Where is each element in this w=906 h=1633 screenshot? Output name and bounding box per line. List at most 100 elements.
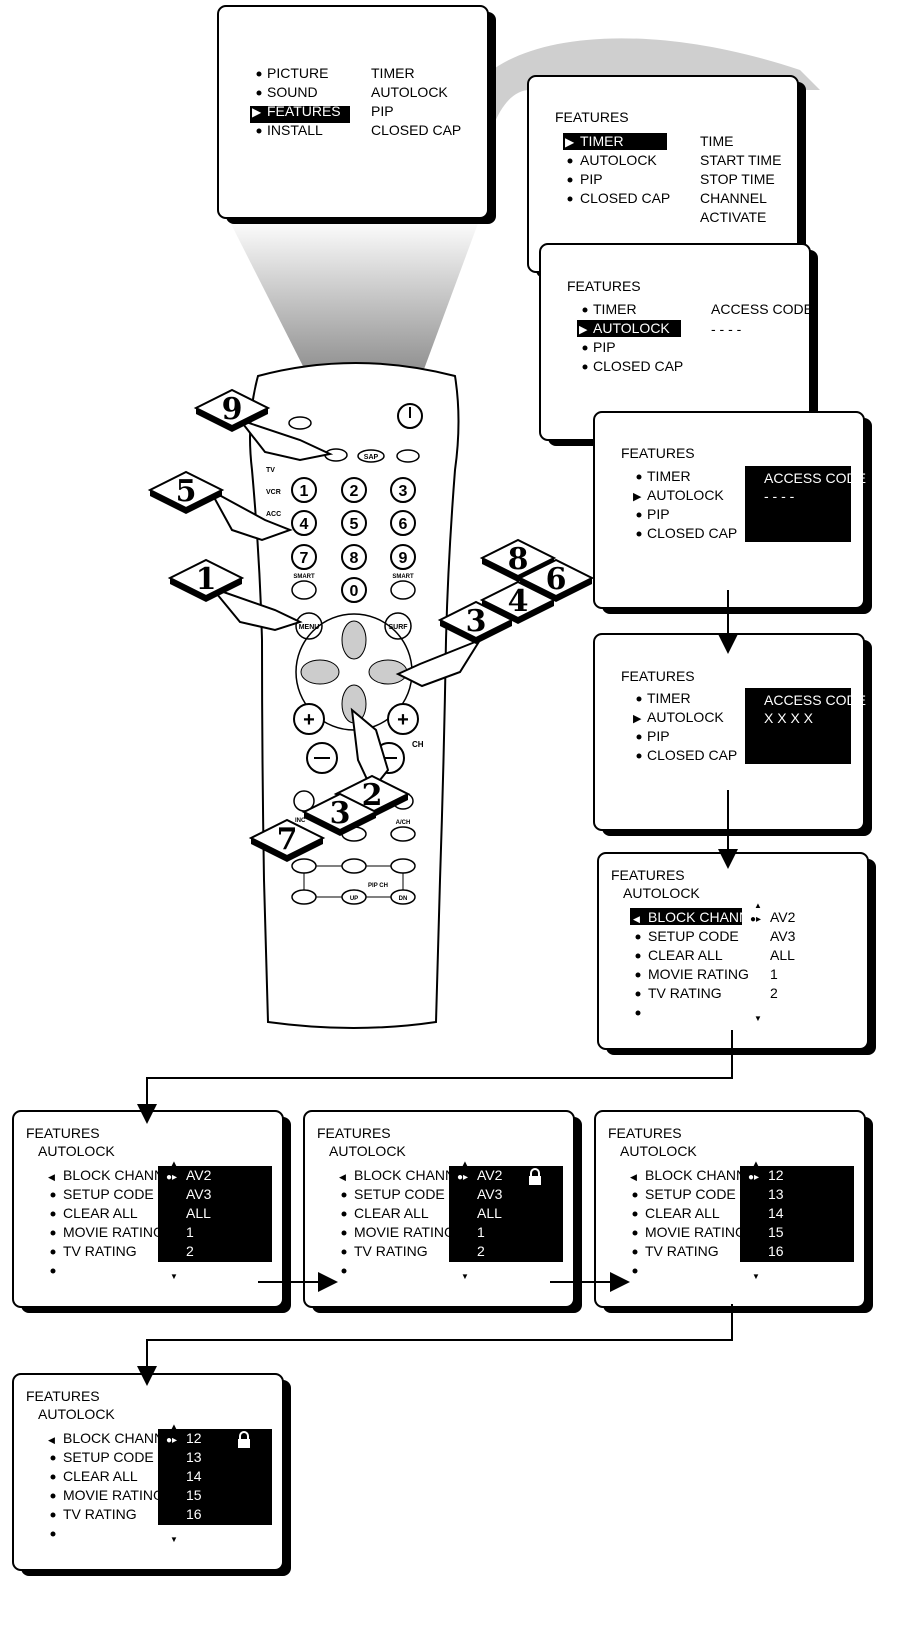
digit-6-button[interactable]: 6: [390, 510, 416, 536]
bullet: [50, 1230, 56, 1236]
svg-text:4: 4: [300, 516, 309, 533]
menu-item-picture[interactable]: PICTURE: [267, 65, 328, 81]
autolock-item[interactable]: BLOCK CHANNEL: [63, 1167, 181, 1183]
svg-text:3: 3: [330, 796, 351, 831]
submenu-item: AUTOLOCK: [371, 84, 448, 100]
autolock-item[interactable]: CLEAR ALL: [354, 1205, 429, 1221]
features-item[interactable]: AUTOLOCK: [593, 320, 670, 336]
menu-item-features[interactable]: FEATURES: [267, 103, 341, 119]
features-item[interactable]: AUTOLOCK: [647, 709, 724, 725]
scroll-down-icon: ▼: [170, 1272, 178, 1281]
menu-item-install[interactable]: INSTALL: [267, 122, 323, 138]
svg-text:1: 1: [300, 483, 309, 500]
autolock-item[interactable]: BLOCK CHANNEL: [645, 1167, 763, 1183]
svg-text:DN: DN: [399, 896, 408, 902]
features-item[interactable]: PIP: [593, 339, 616, 355]
autolock-item[interactable]: SETUP CODE: [354, 1186, 445, 1202]
svg-text:6: 6: [546, 562, 567, 597]
autolock-value: ALL: [770, 947, 795, 963]
autolock-item[interactable]: MOVIE RATING: [63, 1487, 164, 1503]
autolock-item[interactable]: TV RATING: [648, 985, 722, 1001]
features-item[interactable]: TIMER: [580, 133, 624, 149]
digit-8-button[interactable]: 8: [341, 544, 367, 570]
autolock-item[interactable]: BLOCK CHANNEL: [63, 1430, 181, 1446]
autolock-item[interactable]: SETUP CODE: [648, 928, 739, 944]
features-item[interactable]: AUTOLOCK: [647, 487, 724, 503]
bullet: [341, 1230, 347, 1236]
power-button[interactable]: [397, 403, 423, 429]
selector-arrow-icon: ▶: [579, 324, 588, 336]
access-code-blank: - - - -: [711, 321, 742, 337]
autolock-item[interactable]: MOVIE RATING: [648, 966, 749, 982]
digit-2-button[interactable]: 2: [341, 477, 367, 503]
bullet: [632, 1268, 638, 1274]
features-item[interactable]: PIP: [647, 728, 670, 744]
selector-icon: ●▸: [457, 1172, 468, 1183]
autolock-value: AV3: [186, 1186, 212, 1202]
svg-text:6: 6: [399, 516, 408, 533]
features-item[interactable]: CLOSED CAP: [647, 525, 737, 541]
left-arrow-icon: ◀: [633, 914, 640, 924]
step-4-badge: 4: [479, 580, 557, 624]
svg-text:FEATURES: FEATURES: [621, 668, 695, 684]
step-3-badge: 3: [437, 600, 515, 644]
bullet: [582, 364, 588, 370]
features-item[interactable]: TIMER: [647, 468, 691, 484]
autolock-value: 2: [770, 985, 778, 1001]
autolock-value: AV2: [770, 909, 796, 925]
svg-text:7: 7: [277, 822, 298, 857]
autolock-item[interactable]: CLEAR ALL: [645, 1205, 720, 1221]
digit-3-button[interactable]: 3: [390, 477, 416, 503]
autolock-item[interactable]: TV RATING: [63, 1243, 137, 1259]
autolock-title: FEATURES: [317, 1125, 391, 1141]
autolock-item[interactable]: MOVIE RATING: [63, 1224, 164, 1240]
svg-text:A/CH: A/CH: [396, 820, 411, 826]
features-item[interactable]: TIMER: [593, 301, 637, 317]
selector-arrow-icon: ▶: [633, 491, 642, 503]
autolock-item[interactable]: TV RATING: [63, 1506, 137, 1522]
timer-sub-item: CHANNEL: [700, 190, 767, 206]
bullet: [256, 71, 262, 77]
features-item[interactable]: CLOSED CAP: [580, 190, 670, 206]
digit-9-button[interactable]: 9: [390, 544, 416, 570]
svg-text:ACC: ACC: [266, 511, 281, 518]
digit-5-button[interactable]: 5: [341, 510, 367, 536]
autolock-item[interactable]: BLOCK CHANNEL: [648, 909, 766, 925]
menu-item-sound[interactable]: SOUND: [267, 84, 318, 100]
autolock-item[interactable]: CLEAR ALL: [648, 947, 723, 963]
autolock-item[interactable]: MOVIE RATING: [645, 1224, 746, 1240]
autolock-item[interactable]: TV RATING: [354, 1243, 428, 1259]
bullet: [636, 696, 642, 702]
digit-0-button[interactable]: 0: [341, 577, 367, 603]
autolock-item[interactable]: BLOCK CHANNEL: [354, 1167, 472, 1183]
bullet: [50, 1211, 56, 1217]
autolock-item[interactable]: MOVIE RATING: [354, 1224, 455, 1240]
features-item[interactable]: AUTOLOCK: [580, 152, 657, 168]
lock-icon: [238, 1431, 250, 1448]
autolock-item[interactable]: SETUP CODE: [645, 1186, 736, 1202]
features-item[interactable]: CLOSED CAP: [647, 747, 737, 763]
bullet: [635, 934, 641, 940]
svg-text:9: 9: [399, 550, 408, 567]
features-item[interactable]: PIP: [647, 506, 670, 522]
features-item[interactable]: TIMER: [647, 690, 691, 706]
autolock-item[interactable]: CLEAR ALL: [63, 1205, 138, 1221]
features-item[interactable]: CLOSED CAP: [593, 358, 683, 374]
svg-text:VCR: VCR: [266, 489, 281, 496]
bullet: [635, 991, 641, 997]
features-item[interactable]: PIP: [580, 171, 603, 187]
timer-sub-item: TIME: [700, 133, 733, 149]
bullet: [341, 1268, 347, 1274]
digit-4-button[interactable]: 4: [291, 510, 317, 536]
autolock-item[interactable]: TV RATING: [645, 1243, 719, 1259]
lock-icon: [529, 1168, 541, 1185]
autolock-item[interactable]: SETUP CODE: [63, 1449, 154, 1465]
digit-7-button[interactable]: 7: [291, 544, 317, 570]
autolock-item[interactable]: SETUP CODE: [63, 1186, 154, 1202]
autolock-item[interactable]: CLEAR ALL: [63, 1468, 138, 1484]
submenu-item: TIMER: [371, 65, 415, 81]
digit-1-button[interactable]: 1: [291, 477, 317, 503]
autolock-value: 13: [186, 1449, 202, 1465]
